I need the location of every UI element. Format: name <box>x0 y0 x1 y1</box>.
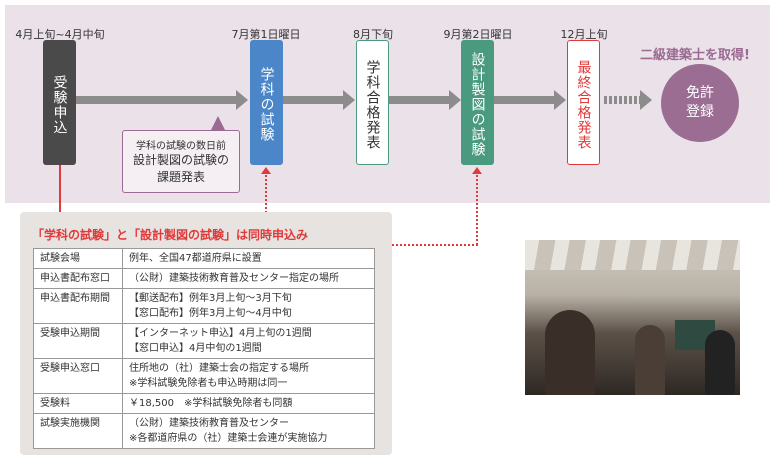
table-row: 受験料 ￥18,500 ※学科試験免除者も同額 <box>33 393 375 414</box>
table-row: 試験実施機関 （公財）建築技術教育普及センター ※各都道府県の（社）建築士会連が実施… <box>33 413 375 449</box>
row-label: 受験申込窓口 <box>33 358 123 394</box>
table-row: 申込書配布期間【郵送配布】例年3月上旬～3月下旬【窓口配布】例年3月上旬～4月中… <box>33 288 375 324</box>
row-value: 【郵送配布】例年3月上旬～3月下旬【窓口配布】例年3月上旬～4月中旬 <box>122 288 375 324</box>
arrow-up-icon <box>261 167 271 174</box>
row-value-line: （公財）建築技術教育普及センター <box>129 418 289 429</box>
row-value: 例年、全国47都道府県に設置 <box>122 248 375 269</box>
callout-line: 学科の試験の数日前 <box>136 141 226 152</box>
red-dotted-connector <box>265 175 267 213</box>
row-value: 住所地の（社）建築士会の指定する場所 ※学科試験免除者も申込時期は同一 <box>122 358 375 394</box>
row-value: （公財）建築技術教育普及センター指定の場所 <box>122 268 375 289</box>
dotted-arrow <box>604 96 640 104</box>
date-design-exam: 9月第2日曜日 <box>443 28 513 41</box>
date-final-result: 12月上旬 <box>560 28 608 41</box>
table-row: 受験申込期間【インターネット申込】4月上旬の1週間【窓口申込】4月中旬の1週間 <box>33 323 375 359</box>
row-label: 受験料 <box>33 393 123 414</box>
arrow <box>283 90 355 110</box>
row-label: 試験実施機関 <box>33 413 123 449</box>
date-academic-result: 8月下旬 <box>353 28 393 41</box>
row-label: 受験申込期間 <box>33 323 123 359</box>
row-label: 申込書配布窓口 <box>33 268 123 289</box>
date-application: 4月上旬~4月中旬 <box>15 28 105 41</box>
row-value-line: ￥18,500 ※学科試験免除者も同額 <box>129 398 293 409</box>
table-row: 試験会場例年、全国47都道府県に設置 <box>33 248 375 269</box>
red-connector-line <box>59 165 61 213</box>
step-application: 受験申込 <box>43 40 76 165</box>
arrow-up-icon <box>472 167 482 174</box>
row-value: ￥18,500 ※学科試験免除者も同額 <box>122 393 375 414</box>
row-value-line: 【インターネット申込】4月上旬の1週間 <box>129 328 312 339</box>
step-academic-result: 学科合格発表 <box>356 40 389 165</box>
circle-line: 登録 <box>686 104 714 120</box>
step-academic-exam: 学科の試験 <box>250 40 283 165</box>
goal-title: 二級建築士を取得! <box>640 48 750 63</box>
red-dotted-connector <box>476 175 478 245</box>
row-value-line: 【窓口申込】4月中旬の1週間 <box>129 343 262 354</box>
step-final-result: 最終合格発表 <box>567 40 600 165</box>
exam-info-table: 試験会場例年、全国47都道府県に設置申込書配布窓口 （公財）建築技術教育普及センタ… <box>33 248 375 449</box>
row-value-line: 例年、全国47都道府県に設置 <box>129 253 262 264</box>
row-value-line: 【窓口配布】例年3月上旬～4月中旬 <box>129 308 292 319</box>
row-value-line: ※各都道府県の（社）建築士会連が実施協力 <box>129 433 328 444</box>
callout-task-announcement: 学科の試験の数日前 設計製図の試験の 課題発表 <box>122 130 240 193</box>
row-label: 申込書配布期間 <box>33 288 123 324</box>
red-dotted-connector <box>392 244 478 246</box>
arrow <box>76 90 248 110</box>
classroom-photo <box>525 240 740 395</box>
callout-line: 設計製図の試験の <box>132 153 229 167</box>
row-label: 試験会場 <box>33 248 123 269</box>
arrow <box>494 90 566 110</box>
row-value-line: （公財）建築技術教育普及センター指定の場所 <box>129 273 339 284</box>
step-design-exam: 設計製図の試験 <box>461 40 494 165</box>
panel-title: 「学科の試験」と「設計製図の試験」は同時申込み <box>32 228 309 242</box>
arrow-head <box>640 90 652 110</box>
circle-line: 免許 <box>686 85 714 101</box>
callout-pointer <box>211 116 225 130</box>
table-row: 受験申込窓口住所地の（社）建築士会の指定する場所 ※学科試験免除者も申込時期は同一 <box>33 358 375 394</box>
callout-line: 課題発表 <box>156 170 205 184</box>
date-academic-exam: 7月第1日曜日 <box>231 28 301 41</box>
license-registration-circle: 免許登録 <box>661 64 739 142</box>
row-value-line: 住所地の（社）建築士会の指定する場所 <box>129 363 309 374</box>
row-value-line: ※学科試験免除者も申込時期は同一 <box>129 378 288 389</box>
row-value: 【インターネット申込】4月上旬の1週間【窓口申込】4月中旬の1週間 <box>122 323 375 359</box>
table-row: 申込書配布窓口 （公財）建築技術教育普及センター指定の場所 <box>33 268 375 289</box>
arrow <box>389 90 461 110</box>
row-value-line: 【郵送配布】例年3月上旬～3月下旬 <box>129 293 292 304</box>
row-value: （公財）建築技術教育普及センター ※各都道府県の（社）建築士会連が実施協力 <box>122 413 375 449</box>
